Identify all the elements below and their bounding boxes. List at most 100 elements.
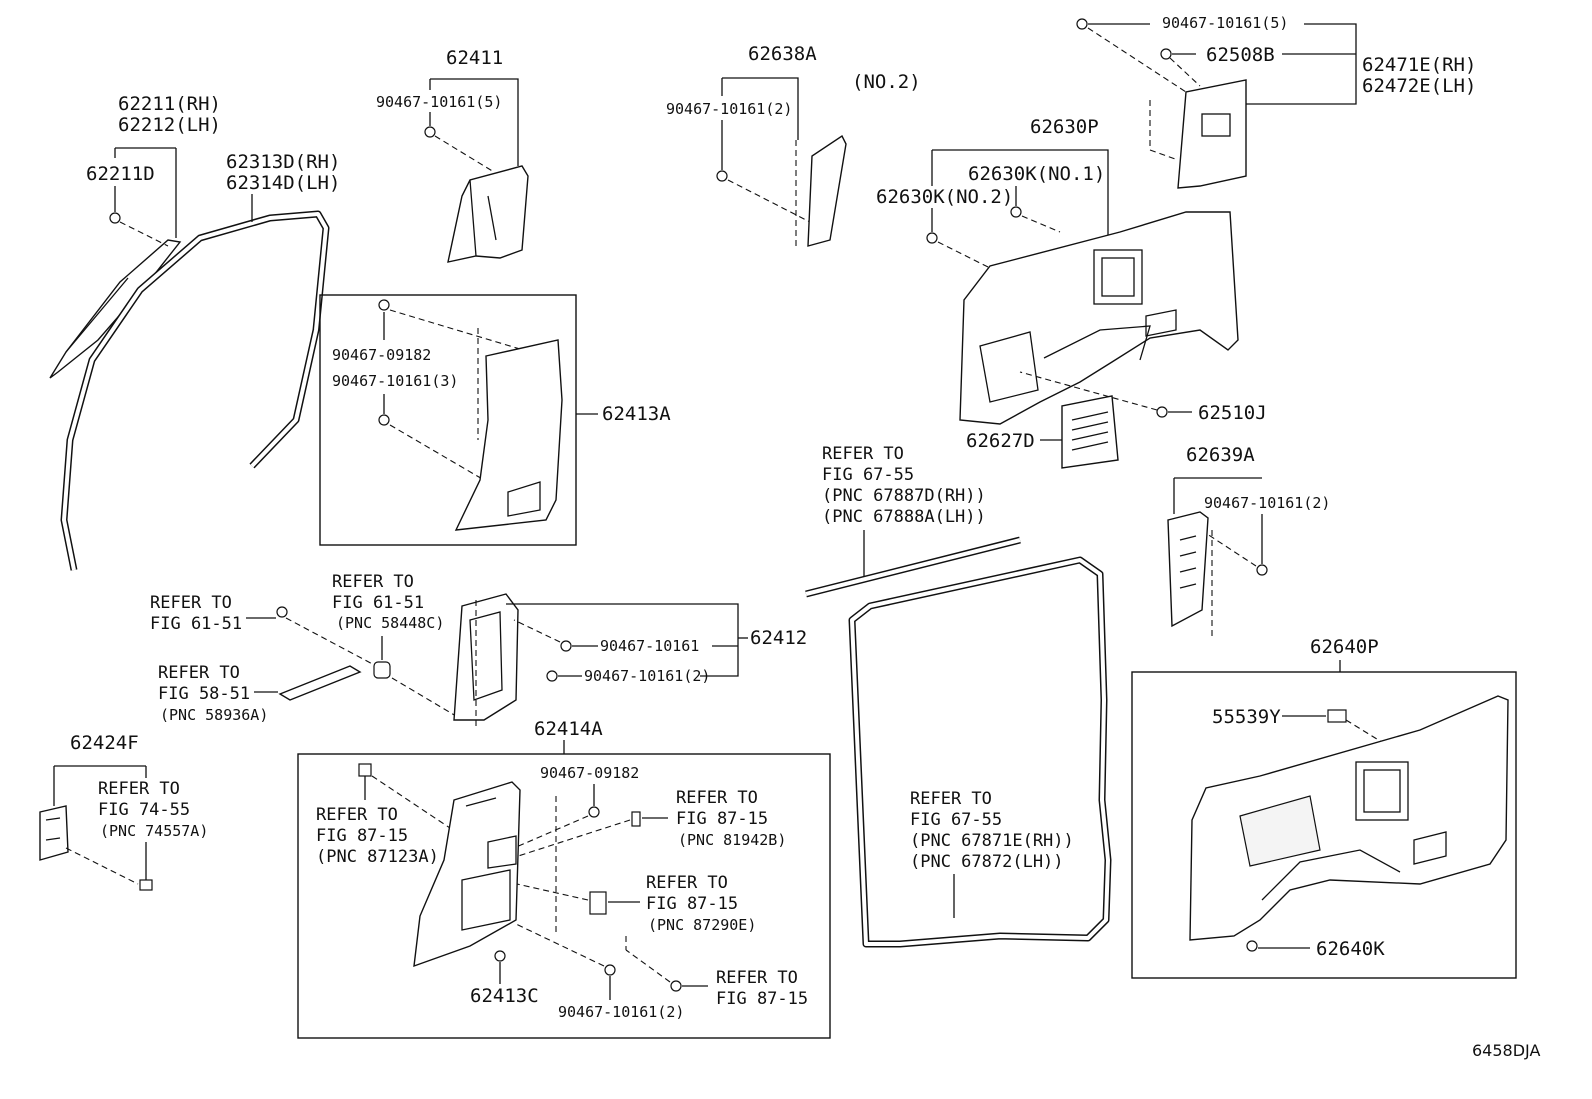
label-62211[interactable]: 62211(RH) <box>118 93 221 115</box>
ref-fig7455[interactable]: REFER TO FIG 74-55 (PNC 74557A) <box>98 779 208 840</box>
ref-text: REFER TO <box>150 593 232 613</box>
clip-icon <box>926 232 938 244</box>
part-62411-trim[interactable] <box>447 165 529 263</box>
clip-icon <box>588 806 600 818</box>
ref-text: FIG 87-15 <box>316 826 408 846</box>
clip-icon <box>716 170 728 182</box>
ref-fig8715d[interactable]: REFER TO FIG 87-15 <box>716 968 808 1009</box>
ref-fig8715a[interactable]: REFER TO FIG 87-15 (PNC 87123A) <box>316 805 439 867</box>
label-62471-bolt[interactable]: 90467-10161(5) <box>1162 14 1288 32</box>
label-62640K[interactable]: 62640K <box>1316 938 1385 960</box>
label-62508B[interactable]: 62508B <box>1206 44 1275 66</box>
label-62638A-no2[interactable]: (NO.2) <box>852 71 921 93</box>
part-62414A-trim[interactable] <box>413 781 521 968</box>
ref-text: REFER TO <box>316 805 398 825</box>
clip-icon <box>109 212 121 224</box>
label-62630K2[interactable]: 62630K(NO.2) <box>876 186 1013 208</box>
ref-text: FIG 58-51 <box>158 684 250 704</box>
part-62638A-trim[interactable] <box>795 134 847 247</box>
clip-icon <box>358 763 372 777</box>
ref-text: (PNC 58448C) <box>336 614 444 632</box>
label-62472E[interactable]: 62472E(LH) <box>1362 75 1476 97</box>
label-62212[interactable]: 62212(LH) <box>118 114 221 136</box>
ref-text: REFER TO <box>716 968 798 988</box>
label-62638A-bolt[interactable]: 90467-10161(2) <box>666 100 792 118</box>
label-62412-bolt2[interactable]: 90467-10161(2) <box>584 667 710 685</box>
ref-fig8715c[interactable]: REFER TO FIG 87-15 (PNC 87290E) <box>646 873 756 934</box>
label-62639A-bolt[interactable]: 90467-10161(2) <box>1204 494 1330 512</box>
ref-text: REFER TO <box>98 779 180 799</box>
label-62313D[interactable]: 62313D(RH) <box>226 151 340 173</box>
clip-icon <box>378 414 390 426</box>
part-62639A-trim[interactable] <box>1167 511 1213 640</box>
part-62413A-trim[interactable] <box>454 328 563 531</box>
label-62627D[interactable]: 62627D <box>966 430 1035 452</box>
clip-icon <box>1160 48 1172 60</box>
bracket-icon <box>373 661 391 679</box>
label-62510J[interactable]: 62510J <box>1198 402 1267 424</box>
ref-text: (PNC 67871E(RH)) <box>910 831 1074 851</box>
part-62630P-quarter-trim[interactable] <box>959 211 1239 425</box>
switch-icon <box>631 811 641 827</box>
ref-fig5851[interactable]: REFER TO FIG 58-51 (PNC 58936A) <box>158 663 268 724</box>
clip-icon <box>1156 406 1168 418</box>
ref-fig6755a[interactable]: REFER TO FIG 67-55 (PNC 67887D(RH)) (PNC… <box>822 444 986 527</box>
ref-fig6151b[interactable]: REFER TO FIG 61-51 (PNC 58448C) <box>332 572 444 632</box>
ref-fig8715b[interactable]: REFER TO FIG 87-15 (PNC 81942B) <box>676 788 786 849</box>
ref-text: (PNC 81942B) <box>678 831 786 849</box>
label-62424F[interactable]: 62424F <box>70 732 139 754</box>
label-62411[interactable]: 62411 <box>446 47 503 69</box>
label-62414A-bolt2[interactable]: 90467-10161(2) <box>558 1003 684 1021</box>
ref-text: FIG 87-15 <box>646 894 738 914</box>
ref-text: (PNC 67887D(RH)) <box>822 486 986 506</box>
label-55539Y[interactable]: 55539Y <box>1212 706 1281 728</box>
ref-text: (PNC 67888A(LH)) <box>822 507 986 527</box>
ref-text: (PNC 87290E) <box>648 916 756 934</box>
label-62638A[interactable]: 62638A <box>748 43 817 65</box>
part-62412-trim[interactable] <box>453 593 519 730</box>
label-62630P[interactable]: 62630P <box>1030 116 1099 138</box>
clip-icon <box>546 670 558 682</box>
box-62640P <box>1131 671 1517 979</box>
clip-icon <box>276 606 288 618</box>
clip-icon <box>1256 564 1268 576</box>
label-62471E[interactable]: 62471E(RH) <box>1362 54 1476 76</box>
ref-text: FIG 74-55 <box>98 800 190 820</box>
clip-icon <box>424 126 436 138</box>
part-58936A-strap <box>278 665 362 701</box>
part-62627D-grille[interactable] <box>1061 395 1119 469</box>
part-62424F-bracket[interactable] <box>39 805 69 861</box>
ref-text: FIG 87-15 <box>676 809 768 829</box>
label-62413C[interactable]: 62413C <box>470 985 539 1007</box>
label-62413A-bolt2[interactable]: 90467-10161(3) <box>332 372 458 390</box>
label-62413A-bolt1[interactable]: 90467-09182 <box>332 346 431 364</box>
clip-icon <box>1327 709 1347 723</box>
part-67871E-door-seal <box>848 556 1112 948</box>
ref-text: FIG 67-55 <box>910 810 1002 830</box>
label-62211D[interactable]: 62211D <box>86 163 155 185</box>
socket-icon <box>589 891 607 915</box>
label-62640P[interactable]: 62640P <box>1310 636 1379 658</box>
part-62211-pillar-garnish[interactable] <box>49 239 182 379</box>
ref-text: REFER TO <box>822 444 904 464</box>
part-62313D-weatherstrip[interactable] <box>60 210 330 571</box>
label-62411-bolt[interactable]: 90467-10161(5) <box>376 93 502 111</box>
clip-icon <box>494 950 506 962</box>
ref-text: (PNC 87123A) <box>316 847 439 867</box>
ref-text: (PNC 67872(LH)) <box>910 852 1064 872</box>
ref-fig6151a[interactable]: REFER TO FIG 61-51 <box>150 593 242 634</box>
part-62640P-rear-trim[interactable] <box>1189 695 1509 941</box>
ref-fig6755b[interactable]: REFER TO FIG 67-55 (PNC 67871E(RH)) (PNC… <box>910 789 1074 872</box>
label-62412-bolt1[interactable]: 90467-10161 <box>600 637 699 655</box>
label-62413A[interactable]: 62413A <box>602 403 671 425</box>
label-62412[interactable]: 62412 <box>750 627 807 649</box>
part-62471E-trim[interactable] <box>1149 79 1247 189</box>
label-62639A[interactable]: 62639A <box>1186 444 1255 466</box>
label-62630K1[interactable]: 62630K(NO.1) <box>968 163 1105 185</box>
label-62414A[interactable]: 62414A <box>534 718 603 740</box>
ref-text: FIG 61-51 <box>332 593 424 613</box>
label-62414A-bolt1[interactable]: 90467-09182 <box>540 764 639 782</box>
label-62314D[interactable]: 62314D(LH) <box>226 172 340 194</box>
